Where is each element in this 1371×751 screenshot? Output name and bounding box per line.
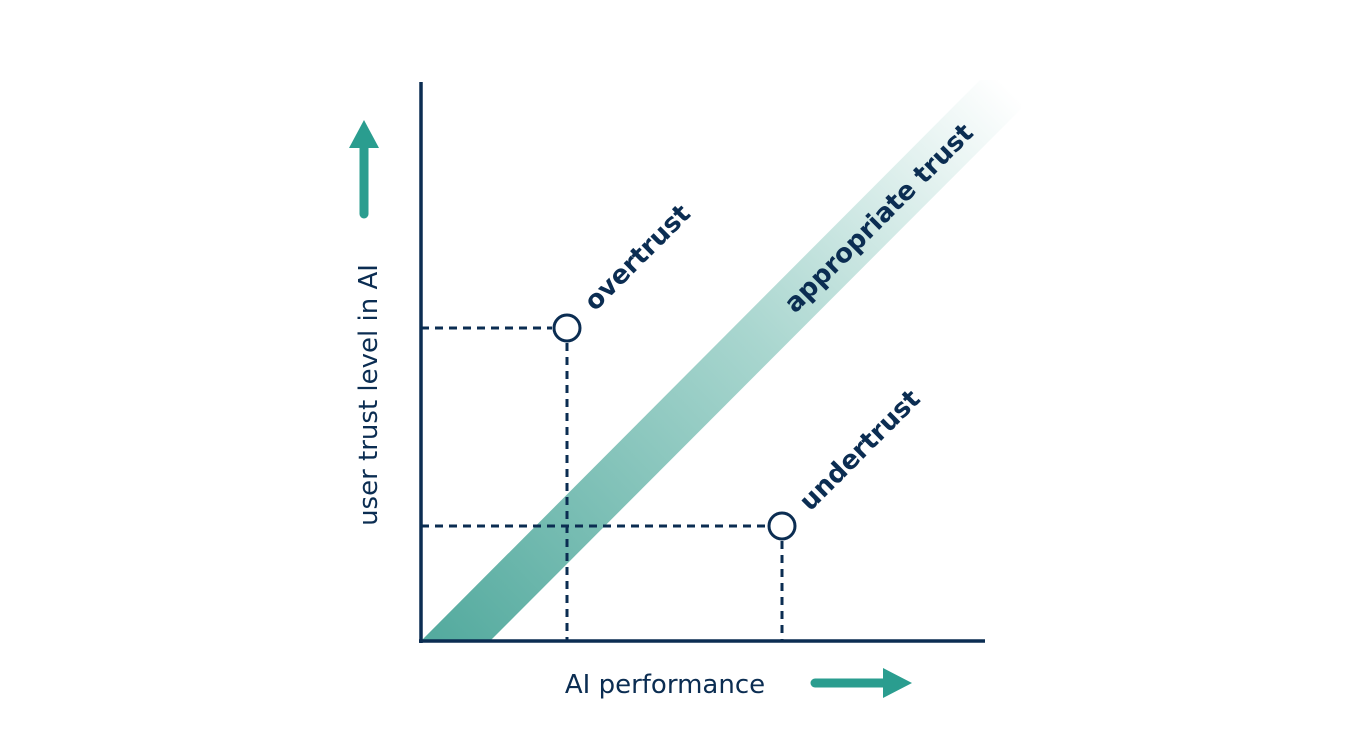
undertrust-label: undertrust: [794, 384, 927, 517]
arrow-right-icon: [810, 668, 912, 698]
arrow-up-icon: [349, 120, 379, 219]
overtrust-label: overtrust: [579, 199, 697, 317]
y-axis-label: user trust level in AI: [354, 264, 384, 526]
undertrust-marker: [767, 511, 797, 541]
appropriate-trust-label: appropriate trust: [779, 118, 980, 319]
x-axis-label: AI performance: [565, 670, 765, 700]
appropriate-trust-band: [421, 80, 1021, 641]
overtrust-marker: [552, 313, 582, 343]
